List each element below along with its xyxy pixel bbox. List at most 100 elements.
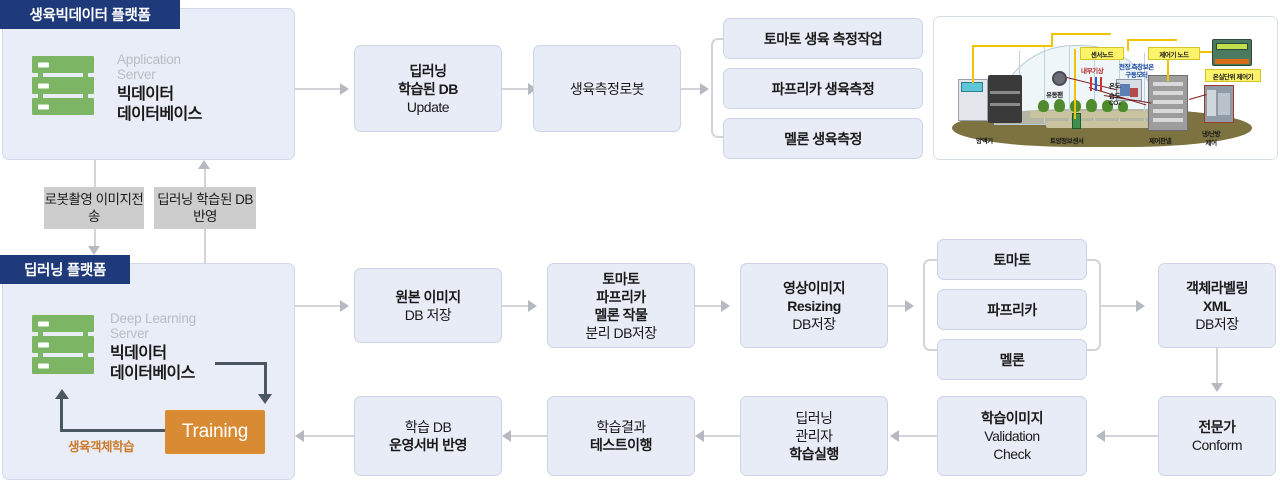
soil-info-sensor <box>1072 113 1081 129</box>
box-growth-measuring-robot[interactable]: 생육측정로봇 <box>533 45 681 132</box>
box-tomato-growth-measure-task[interactable]: 토마토 생육 측정작업 <box>723 18 923 59</box>
tag-sensor-node: 센서노드 <box>1080 47 1124 60</box>
arrow-right-to-dbupdate <box>340 83 349 95</box>
bigdata-server-subtitle: Application Server <box>117 52 181 82</box>
label-humidity: 습도 <box>1109 93 1121 100</box>
box-training-result-test[interactable]: 학습결과 테스트이행 <box>547 396 695 476</box>
crop-branch-bracket-left <box>923 259 937 351</box>
connector-dbupdate-to-robot <box>502 88 530 90</box>
box-crop-melon-label: 멜론 <box>999 351 1025 368</box>
label-nutrient-supply: 양액기 <box>976 138 993 145</box>
arrow-left-to-validation <box>1096 430 1105 442</box>
arrow-right-to-original <box>340 300 349 312</box>
connector-db-to-training-h <box>215 362 267 365</box>
connector-bigdata-to-dbupdate <box>295 88 341 90</box>
arrow-right-to-cropbranch <box>905 300 914 312</box>
arrow-right-to-cropsplit <box>528 300 537 312</box>
connector-dlplatform-to-original <box>295 305 341 307</box>
dl-server-caption: Deep Learning Server 빅데이터 데이터베이스 <box>110 311 280 384</box>
box-expert-conform-label: 전문가 Conform <box>1191 419 1243 453</box>
box-object-labeling-xml[interactable]: 객체라벨링 XML DB저장 <box>1158 263 1276 348</box>
box-crop-tomato-label: 토마토 <box>993 251 1031 268</box>
label-temperature: 온도 <box>1109 83 1121 90</box>
box-melon-growth-measure-label: 멜론 생육측정 <box>784 130 862 147</box>
note-robot-capture: 로봇촬영 이미지전송 <box>44 187 144 229</box>
tab-deeplearning-platform-label: 딥러닝 플랫폼 <box>24 263 106 279</box>
arrow-left-to-testrun <box>695 430 704 442</box>
box-paprika-growth-measure[interactable]: 파프리카 생육측정 <box>723 68 923 109</box>
arrow-right-to-robot <box>528 83 537 95</box>
note-db-reflect: 딥러닝 학습된 DB반영 <box>154 187 256 229</box>
connector-resizing-to-cropbranch <box>888 305 906 307</box>
box-melon-growth-measure[interactable]: 멜론 생육측정 <box>723 118 923 159</box>
box-original-image-db-store[interactable]: 원본 이미지 DB 저장 <box>354 268 502 343</box>
arrow-left-to-dbapply <box>502 430 511 442</box>
arrow-left-to-manager <box>890 430 899 442</box>
tag-greenhouse-unit-controller: 온실단위 제어기 <box>1205 69 1261 82</box>
box-deep-learning-db-update-label: 딥러닝 학습된 DB Update <box>398 62 458 115</box>
tab-deeplearning-platform: 딥러닝 플랫폼 <box>0 255 130 284</box>
tab-bigdata-platform-label: 생육빅데이터 플랫폼 <box>29 8 151 24</box>
box-growth-measuring-robot-label: 생육측정로봇 <box>569 80 645 97</box>
box-object-labeling-xml-label: 객체라벨링 XML DB저장 <box>1186 279 1248 332</box>
connector-robotnote-to-dlplatform <box>94 229 96 249</box>
bigdata-server-caption: Application Server 빅데이터 데이터베이스 <box>117 52 277 125</box>
box-original-image-db-store-label: 원본 이미지 DB 저장 <box>395 288 461 323</box>
dl-server-subtitle: Deep Learning Server <box>110 311 196 341</box>
label-control-panel: 제어판넬 <box>1149 138 1172 145</box>
label-co2: CO₂ <box>1109 100 1121 107</box>
connector-validation-to-manager <box>894 435 937 437</box>
arrow-right-to-resizing <box>721 300 730 312</box>
label-circulation-fan: 유동팬 <box>1046 92 1063 99</box>
connector-dbapply-to-dlplatform <box>299 435 354 437</box>
arrow-up-to-db <box>55 389 69 399</box>
connector-cropsplit-to-resizing <box>695 305 723 307</box>
box-crop-separate-db-store-label: 토마토 파프리카 멜론 작물 분리 DB저장 <box>585 270 657 341</box>
box-expert-conform[interactable]: 전문가 Conform <box>1158 396 1276 476</box>
connector-cropbranch-to-labeling <box>1101 305 1137 307</box>
server-icon <box>32 315 94 375</box>
tab-bigdata-platform: 생육빅데이터 플랫폼 <box>0 0 180 29</box>
connector-manager-to-testrun <box>699 435 740 437</box>
box-training-db-apply-ops-server-label: 학습 DB 운영서버 반영 <box>389 419 467 453</box>
box-deep-learning-db-update[interactable]: 딥러닝 학습된 DB Update <box>354 45 502 132</box>
box-training-db-apply-ops-server[interactable]: 학습 DB 운영서버 반영 <box>354 396 502 476</box>
box-crop-melon[interactable]: 멜론 <box>937 339 1087 380</box>
box-crop-tomato[interactable]: 토마토 <box>937 239 1087 280</box>
label-ceiling-side-insulation-motor: 천장.측창보온 구동모터 <box>1119 64 1154 79</box>
cooling-heating-photo <box>1204 85 1234 123</box>
connector-expert-to-validation <box>1100 435 1158 437</box>
box-tomato-growth-measure-task-label: 토마토 생육 측정작업 <box>763 30 883 47</box>
arrow-down-to-expert <box>1211 383 1223 392</box>
connector-training-to-db-h <box>60 429 167 432</box>
box-image-resizing-db-store[interactable]: 영상이미지 Resizing DB저장 <box>740 263 888 348</box>
arrow-right-to-branch <box>700 83 709 95</box>
arrow-right-to-labeling <box>1136 300 1145 312</box>
label-cooling-heating-control: 냉/난방 제어 <box>1202 131 1221 147</box>
label-soil-info-sensor: 토양정보센서 <box>1050 138 1084 145</box>
connector-original-to-cropsplit <box>502 305 530 307</box>
arrow-left-to-dlplatform <box>295 430 304 442</box>
box-deep-learning-manager-run[interactable]: 딥러닝 관리자 학습실행 <box>740 396 888 476</box>
arrow-down-to-dlplatform <box>88 246 100 255</box>
box-image-resizing-db-store-label: 영상이미지 Resizing DB저장 <box>783 279 845 332</box>
connector-labeling-to-expert <box>1216 348 1218 386</box>
box-training-image-validation-check[interactable]: 학습이미지 Validation Check <box>937 396 1087 476</box>
training-button[interactable]: Training <box>165 410 265 454</box>
box-crop-separate-db-store[interactable]: 토마토 파프리카 멜론 작물 분리 DB저장 <box>547 263 695 348</box>
greenhouse-illustration: 센서노드 제어기 노드 온실단위 제어기 내부기상 천장.측창보온 구동모터 온… <box>933 16 1278 160</box>
connector-bigdata-to-robotnote <box>94 160 96 187</box>
box-crop-paprika[interactable]: 파프리카 <box>937 289 1087 330</box>
connector-training-to-db-v <box>60 398 63 431</box>
connector-robot-to-branch <box>681 88 701 90</box>
connector-dbnote-to-bigdata <box>204 168 206 187</box>
circulation-fan <box>1052 71 1067 86</box>
arrow-up-to-bigdata <box>198 160 210 169</box>
dl-server-title: 빅데이터 데이터베이스 <box>110 345 195 382</box>
server-icon <box>32 56 94 116</box>
box-paprika-growth-measure-label: 파프리카 생육측정 <box>771 80 875 97</box>
nutrient-tanks <box>988 75 1022 123</box>
greenhouse-unit-controller-device <box>1212 39 1252 66</box>
bigdata-server-title: 빅데이터 데이터베이스 <box>117 86 202 123</box>
